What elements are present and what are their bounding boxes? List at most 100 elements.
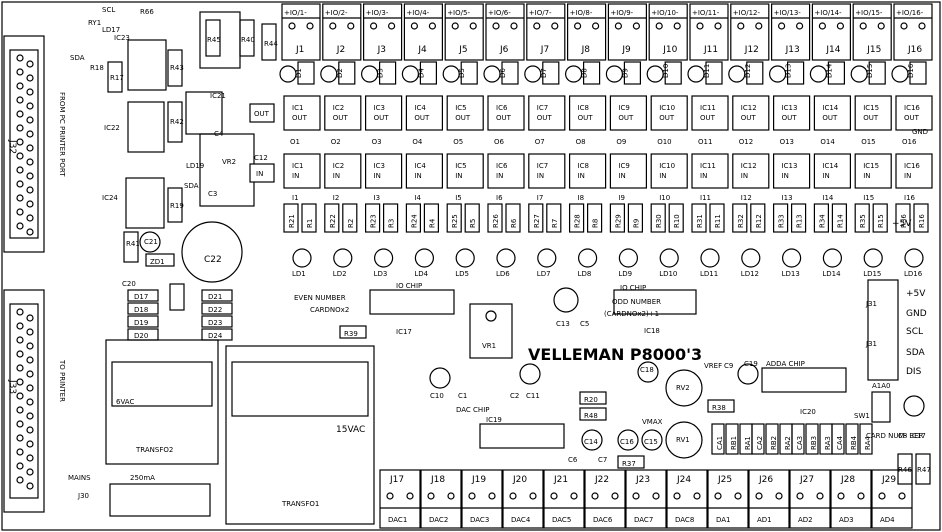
io-connector (322, 3, 362, 61)
ra-label: RA2 (784, 436, 792, 450)
db25-pin (16, 110, 24, 118)
input-optocoupler (324, 153, 362, 189)
j30-label: J30 (77, 492, 89, 500)
db25-pin (16, 476, 24, 484)
resistor-label: R7 (551, 219, 559, 228)
io-connector (689, 3, 729, 61)
output-optocoupler (772, 95, 811, 131)
resistor (324, 203, 340, 233)
diode (297, 61, 315, 85)
led-label: LD2 (333, 270, 347, 278)
input-label: I4 (414, 194, 421, 202)
led (292, 248, 312, 268)
io-connector-label: J2 (336, 45, 345, 55)
in-label: IN (256, 170, 263, 178)
ic21-label: IC21 (210, 92, 226, 100)
r48-label: R48 (584, 412, 598, 420)
dac-connector (461, 469, 503, 529)
c13-label: C13 (556, 320, 570, 328)
c18-capacitor (637, 361, 659, 383)
db25-pin (16, 420, 24, 428)
r42-label: R42 (170, 118, 184, 126)
input-optocoupler (854, 153, 892, 189)
db25-pin (16, 448, 24, 456)
io-connector-label: J14 (825, 45, 840, 55)
io-terminal-label: +IO/4- (406, 9, 429, 17)
db25-pin (26, 130, 34, 138)
dis-label: DIS (906, 367, 922, 377)
r19-label: R19 (170, 202, 184, 210)
db25-pin (26, 314, 34, 322)
bridge-diode-label: D21 (208, 293, 222, 301)
io-terminal-label: +IO/15- (855, 9, 883, 17)
io-connector-label: J9 (621, 45, 631, 55)
gnd-top-label: GND (912, 128, 928, 136)
c11-capacitor (519, 363, 541, 385)
output-optocoupler (732, 95, 770, 131)
rb-label: RB3 (810, 436, 818, 450)
resistor (528, 203, 544, 233)
resistor-label: R15 (877, 214, 885, 228)
ic18-label: IC18 (644, 327, 660, 335)
ra-label: RA3 (824, 436, 832, 450)
dac-terminal-label: AD4 (880, 516, 895, 524)
sda-mid-label: SDA (184, 182, 199, 190)
resistor-label: R24 (410, 214, 418, 228)
io-connector (811, 3, 852, 61)
led-label: LD13 (782, 270, 800, 278)
r19-resistor (167, 187, 183, 223)
io-terminal-label: +IO/1- (284, 9, 307, 17)
c22-label: C22 (204, 255, 222, 265)
dac-terminal-label: DAC1 (388, 516, 407, 524)
db25-pin (16, 194, 24, 202)
resistor-label: R21 (288, 214, 296, 228)
ca-label: CA1 (716, 436, 724, 450)
dac-terminal-label: DAC5 (552, 516, 571, 524)
db25-pin (26, 454, 34, 462)
resistor-label: R22 (329, 214, 337, 228)
input-optocoupler (405, 153, 443, 189)
db25-pin (16, 152, 24, 160)
diode-label: D8 (581, 68, 589, 78)
dac-connector-label: J28 (840, 475, 855, 485)
db25-pin (16, 82, 24, 90)
c17-capacitor (903, 395, 925, 417)
rb-resistor (805, 423, 819, 455)
diode (827, 61, 846, 85)
resistor-label: R16 (918, 214, 926, 228)
db25-pin (26, 342, 34, 350)
io-connector (281, 3, 321, 61)
io-connector (852, 3, 892, 61)
io-terminal-label: +IO/3- (366, 9, 389, 17)
db25-pin (26, 158, 34, 166)
output-label: O14 (820, 138, 835, 146)
io-connector (444, 3, 484, 61)
io-terminal-label: +IO/13- (774, 9, 802, 17)
resistor (913, 203, 929, 233)
rv2-label: RV2 (676, 384, 690, 392)
io-connector (566, 3, 607, 61)
diode-label: D4 (417, 68, 425, 78)
db25-pin (16, 350, 24, 358)
c7-label: C7 (598, 456, 607, 464)
board-title: VELLEMAN P8000'3 (528, 345, 702, 364)
resistor-label: R32 (737, 214, 745, 228)
dac-terminal-label: DAC6 (593, 516, 613, 524)
r66-label: R66 (140, 8, 154, 16)
led (577, 248, 598, 268)
dac-connector (666, 469, 708, 529)
adda-chip-label: ADDA CHIP (766, 360, 805, 368)
resistor-label: R34 (818, 214, 826, 228)
diode-label: D3 (377, 68, 385, 78)
r40-label: R40 (241, 36, 255, 44)
diode-pad (891, 65, 909, 83)
